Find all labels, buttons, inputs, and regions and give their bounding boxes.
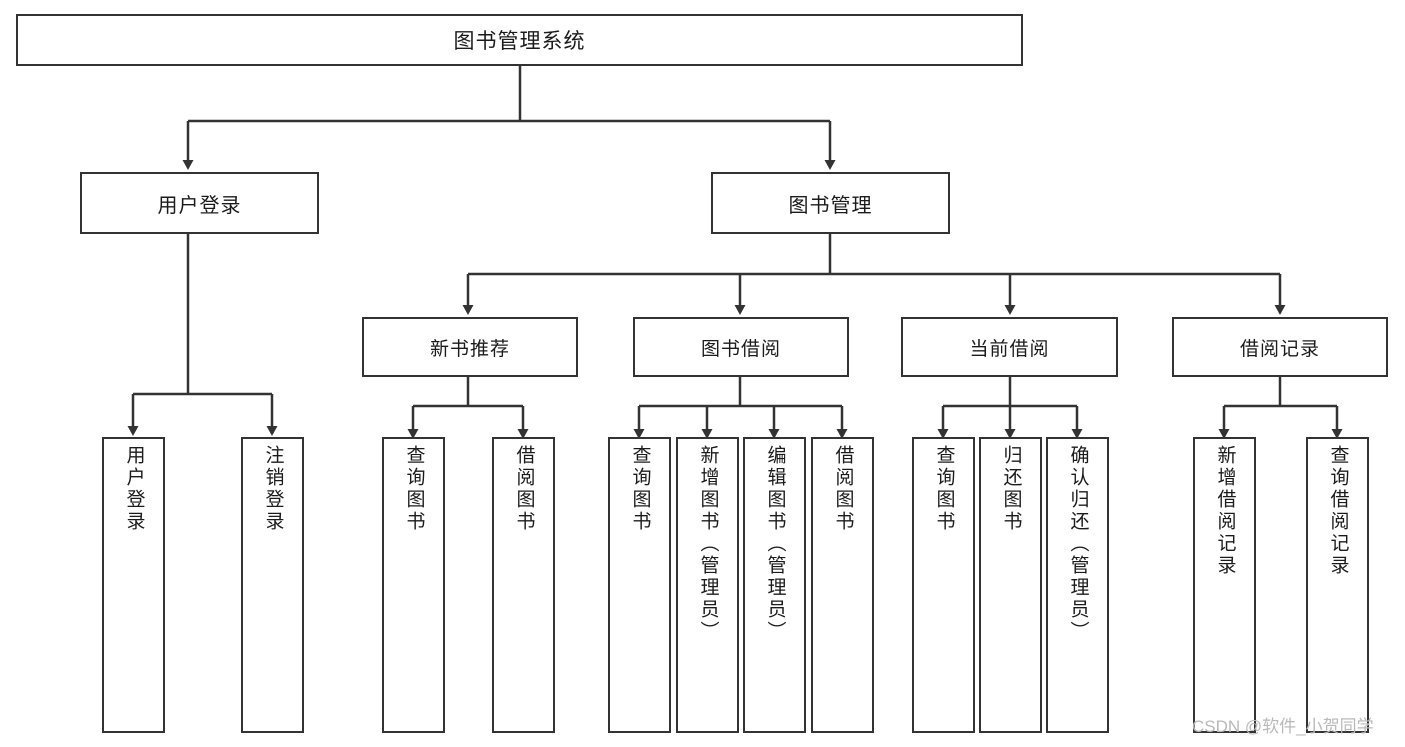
node-label: 借阅图书 (513, 445, 535, 533)
node-label: 用户登录 (157, 194, 242, 217)
leaf-borrow-query-book[interactable]: 查询图书 (608, 437, 671, 733)
node-new-book-recommend[interactable]: 新书推荐 (362, 317, 578, 377)
node-borrow-record[interactable]: 借阅记录 (1172, 317, 1388, 377)
node-label: 查询图书 (629, 445, 651, 533)
node-label: 注销登录 (262, 445, 284, 533)
node-label: 查询图书 (933, 445, 955, 533)
node-label: 图书借阅 (700, 338, 781, 360)
leaf-user-login[interactable]: 用户登录 (102, 437, 165, 733)
leaf-borrow-add-book-admin[interactable]: 新增图书（管理员） (676, 437, 739, 733)
leaf-record-query-record[interactable]: 查询借阅记录 (1306, 437, 1369, 733)
node-label: 确认归还（管理员） (1067, 445, 1089, 643)
node-label: 当前借阅 (969, 338, 1050, 360)
leaf-user-logout[interactable]: 注销登录 (241, 437, 304, 733)
node-label: 用户登录 (123, 445, 145, 533)
node-label: 新书推荐 (429, 338, 510, 360)
node-label: 图书管理 (788, 194, 873, 217)
node-user-login[interactable]: 用户登录 (80, 172, 319, 234)
node-label: 新增借阅记录 (1214, 445, 1236, 577)
leaf-current-return-book[interactable]: 归还图书 (979, 437, 1042, 733)
leaf-record-add-record[interactable]: 新增借阅记录 (1193, 437, 1256, 733)
node-root-system[interactable]: 图书管理系统 (16, 14, 1023, 66)
node-label: 新增图书（管理员） (697, 445, 719, 643)
node-label: 查询借阅记录 (1327, 445, 1349, 577)
node-book-borrow[interactable]: 图书借阅 (633, 317, 849, 377)
leaf-recommend-query-book[interactable]: 查询图书 (382, 437, 445, 733)
node-label: 借阅记录 (1239, 338, 1320, 360)
node-label: 借阅图书 (832, 445, 854, 533)
csdn-watermark: CSDN @软件_小贺同学 (1192, 717, 1374, 736)
node-book-management[interactable]: 图书管理 (711, 172, 950, 234)
leaf-current-query-book[interactable]: 查询图书 (912, 437, 975, 733)
leaf-borrow-edit-book-admin[interactable]: 编辑图书（管理员） (743, 437, 806, 733)
node-current-borrow[interactable]: 当前借阅 (901, 317, 1118, 377)
node-label: 归还图书 (1000, 445, 1022, 533)
leaf-current-confirm-return-admin[interactable]: 确认归还（管理员） (1046, 437, 1109, 733)
node-label: 查询图书 (403, 445, 425, 533)
leaf-borrow-borrow-book[interactable]: 借阅图书 (811, 437, 874, 733)
leaf-recommend-borrow-book[interactable]: 借阅图书 (492, 437, 555, 733)
node-label: 图书管理系统 (453, 30, 586, 53)
node-label: 编辑图书（管理员） (764, 445, 786, 643)
